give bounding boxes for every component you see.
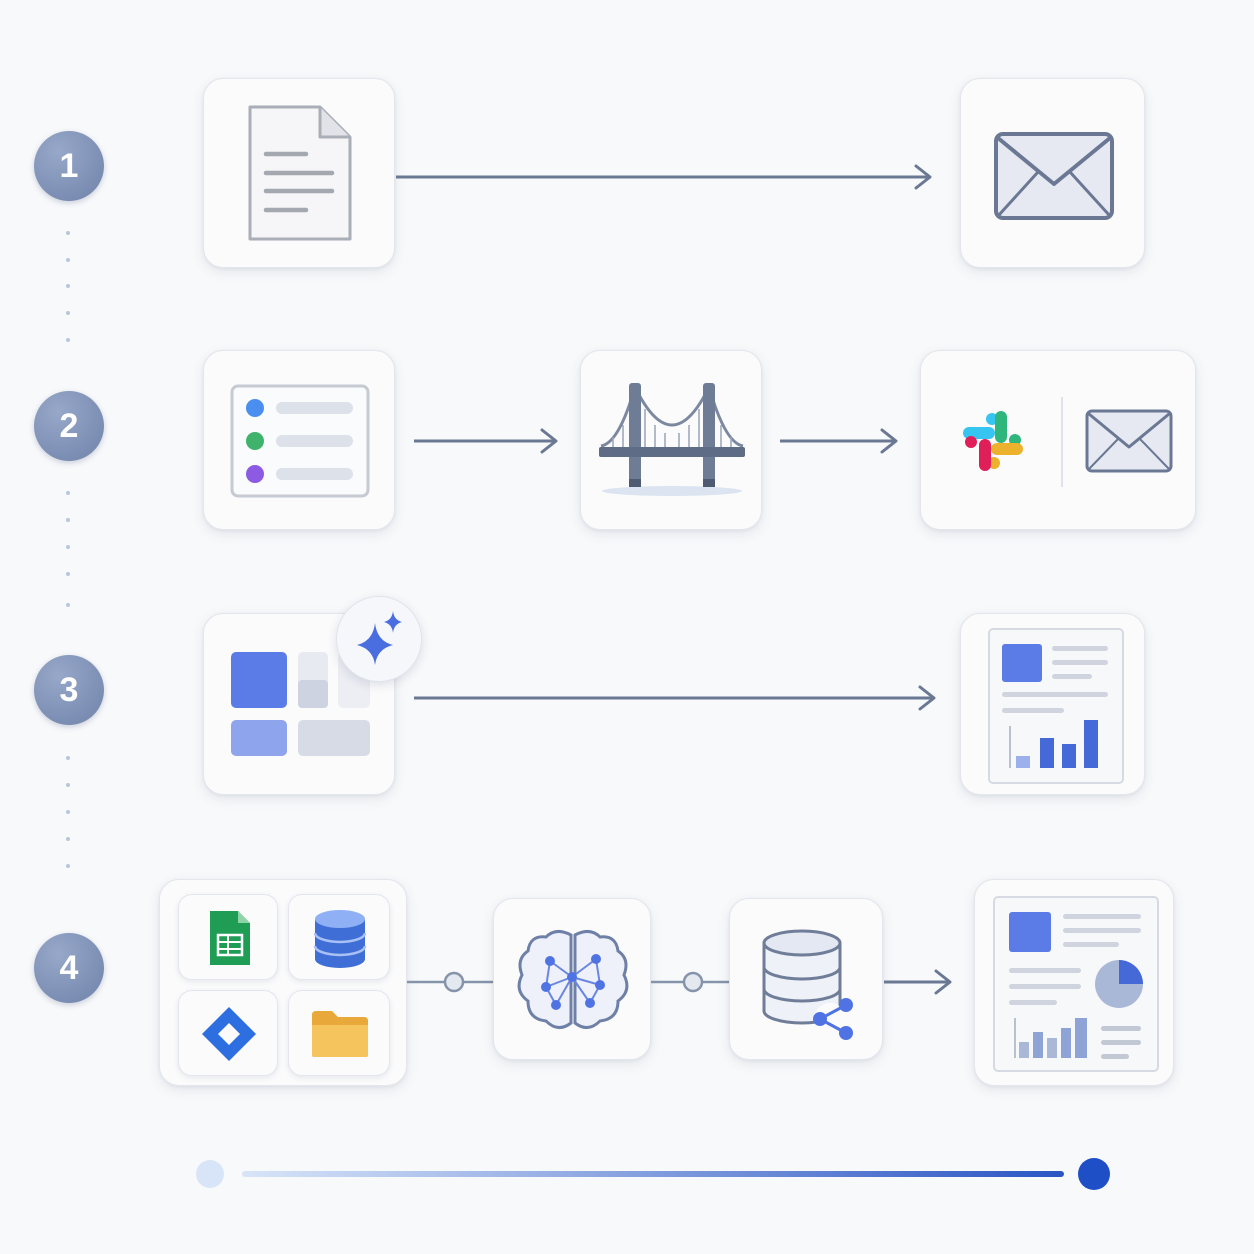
report-icon (988, 628, 1124, 784)
list-icon (230, 384, 370, 498)
jira-tile[interactable] (178, 990, 278, 1076)
sparkle-icon (357, 611, 402, 665)
email-card[interactable] (960, 78, 1145, 268)
folder-tile[interactable] (288, 990, 390, 1076)
notification-card[interactable] (920, 350, 1196, 530)
step-badge-1: 1 (34, 131, 104, 201)
envelope-icon (994, 132, 1114, 220)
google-sheets-icon (210, 911, 250, 965)
slack-icon (963, 411, 1023, 471)
report-card[interactable] (960, 613, 1145, 795)
flow-arrow-2a (414, 428, 558, 454)
connector-4b (651, 971, 731, 993)
step-badge-4: 4 (34, 933, 104, 1003)
report-dashboard-card[interactable] (974, 879, 1174, 1086)
step-badge-2: 2 (34, 391, 104, 461)
connector-4a (407, 971, 495, 993)
flow-arrow-2b (780, 428, 898, 454)
flow-arrow-4 (884, 969, 952, 995)
flow-arrow-3 (414, 685, 936, 711)
document-card[interactable] (203, 78, 395, 268)
step-badge-3: 3 (34, 655, 104, 725)
shared-database-icon (762, 929, 853, 1040)
database-tile[interactable] (288, 894, 390, 980)
jira-icon (202, 1007, 256, 1061)
report-dashboard-icon (993, 896, 1159, 1072)
ai-brain-card[interactable] (493, 898, 651, 1060)
progress-fill (242, 1171, 1064, 1177)
google-sheets-tile[interactable] (178, 894, 278, 980)
envelope-icon (1085, 409, 1173, 473)
bridge-icon (599, 383, 745, 496)
progress-track (196, 1158, 1110, 1190)
database-icon (313, 910, 367, 968)
folder-icon (312, 1011, 368, 1057)
shared-data-card[interactable] (729, 898, 883, 1060)
list-card[interactable] (203, 350, 395, 530)
flow-arrow-1 (396, 164, 932, 190)
progress-start-dot (196, 1160, 224, 1188)
progress-end-dot (1078, 1158, 1110, 1190)
document-icon (248, 105, 352, 241)
ai-badge (336, 596, 422, 682)
data-sources-card[interactable] (159, 879, 407, 1086)
divider (1061, 397, 1063, 487)
brain-network-icon (517, 930, 629, 1029)
bridge-card[interactable] (580, 350, 762, 530)
